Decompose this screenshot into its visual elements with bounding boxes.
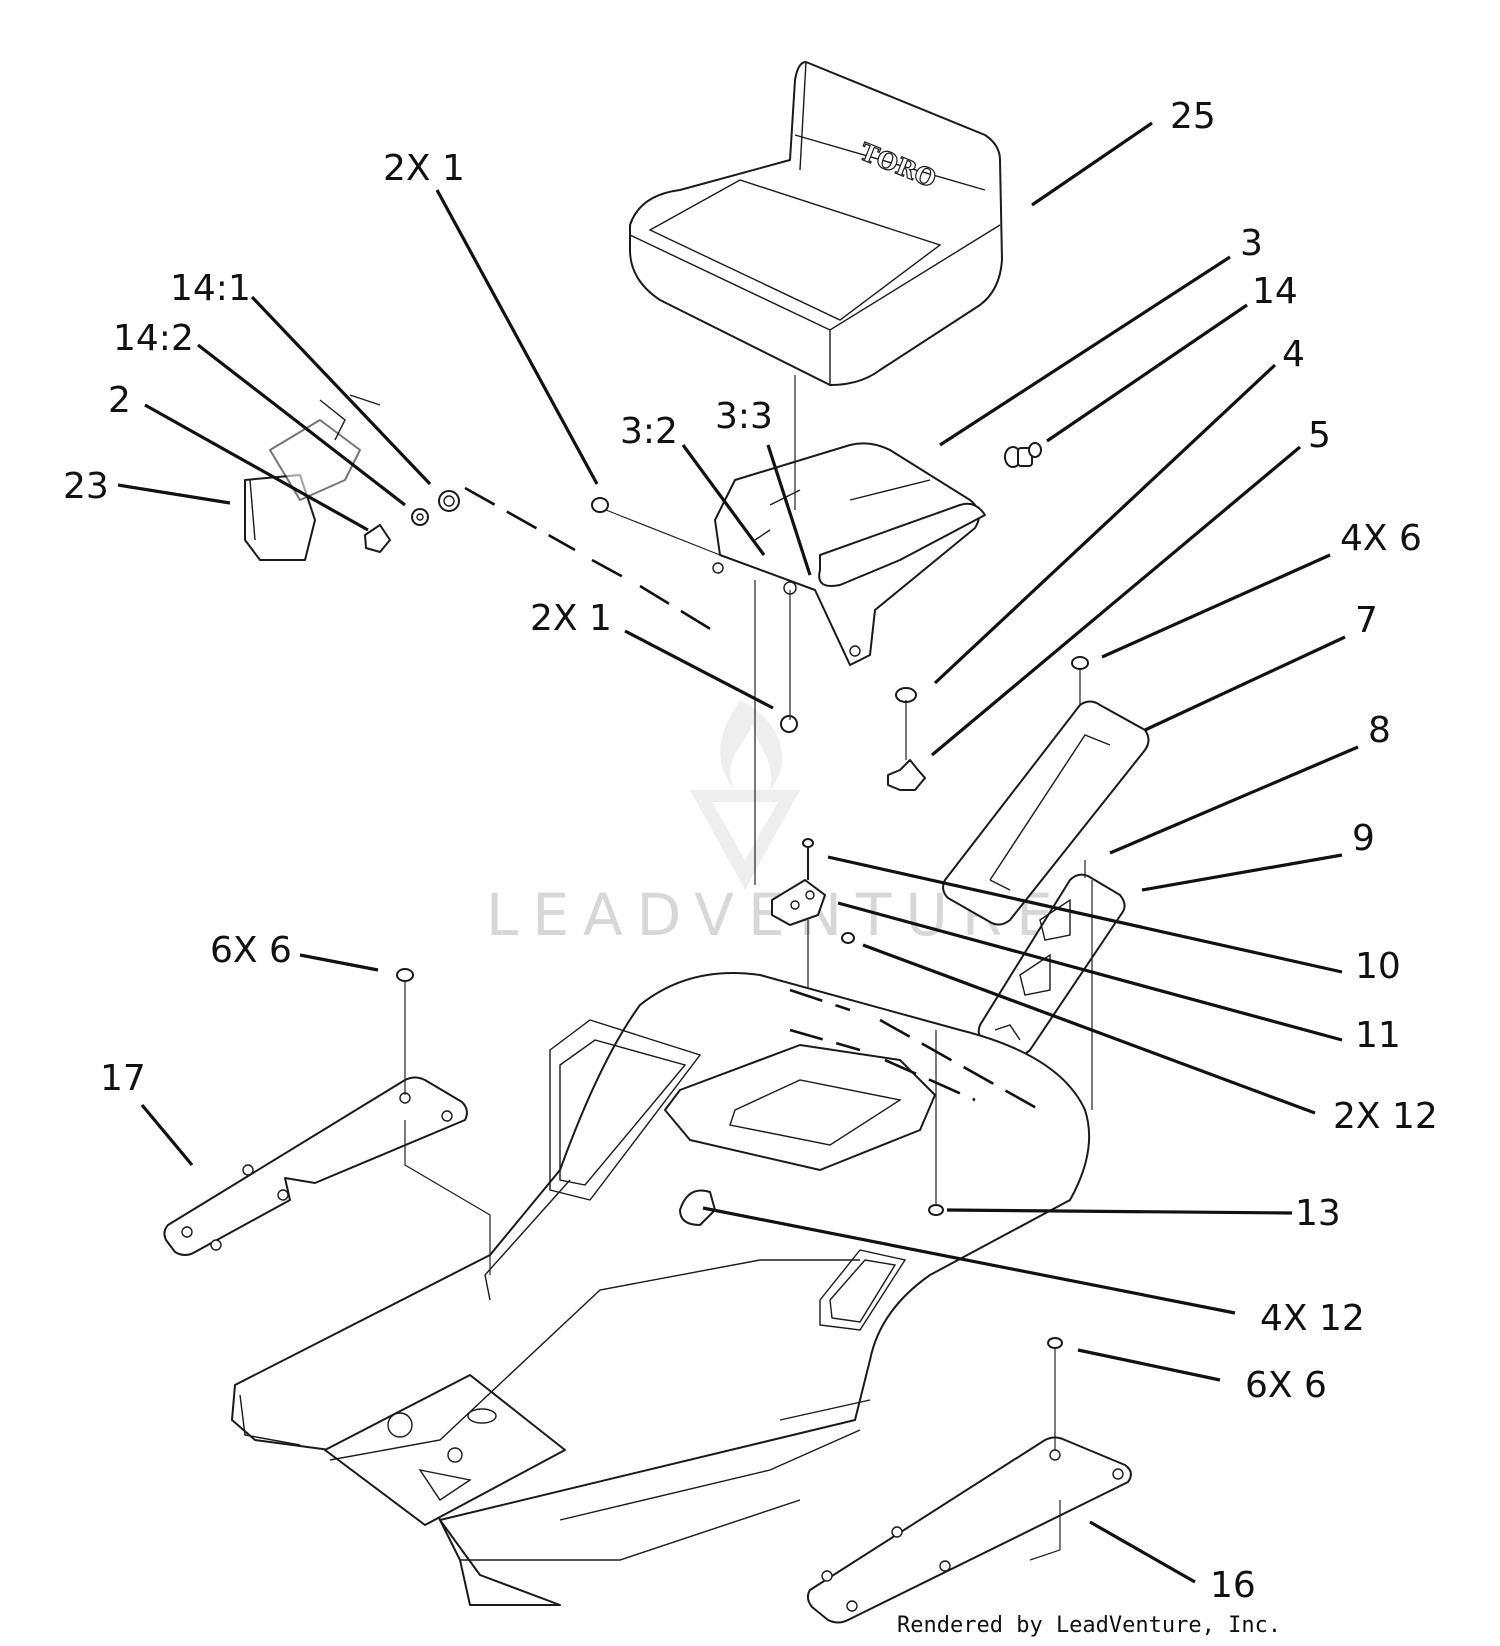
part-12-nut — [841, 932, 855, 944]
callout-3-3: 3:3 — [715, 396, 773, 437]
part-2-nut — [364, 524, 391, 553]
callout-17: 17 — [100, 1058, 146, 1099]
footer-credit: Rendered by LeadVenture, Inc. — [897, 1613, 1281, 1638]
callout-13: 13 — [1295, 1193, 1341, 1234]
part-14-2-washer — [411, 508, 429, 526]
callout-14: 14 — [1252, 271, 1298, 312]
part-17-step-plate — [163, 968, 491, 1275]
part-11-hinge — [771, 879, 826, 926]
callout-16: 16 — [1210, 1565, 1256, 1606]
part-23-bracket — [244, 394, 381, 561]
callout-6x6-left: 6X 6 — [210, 930, 292, 971]
callout-9: 9 — [1352, 818, 1375, 859]
part-13-clip — [928, 1030, 944, 1216]
seat-part: TORO — [629, 61, 1003, 386]
callout-2x12: 2X 12 — [1333, 1096, 1438, 1137]
knob-part — [1004, 442, 1042, 468]
callout-2x1-top: 2X 1 — [383, 148, 465, 189]
part-5-washer — [895, 687, 917, 703]
callout-14-2: 14:2 — [113, 318, 194, 359]
callout-8: 8 — [1368, 710, 1391, 751]
fender-frame-part — [231, 972, 1091, 1606]
part-1-bolt-top — [591, 497, 721, 556]
callout-3-2: 3:2 — [620, 411, 678, 452]
callout-4x12: 4X 12 — [1260, 1298, 1365, 1339]
callout-23: 23 — [63, 466, 109, 507]
callout-4x6: 4X 6 — [1340, 518, 1422, 559]
dashed-route-knob — [464, 486, 713, 632]
dashed-route-fender-2 — [789, 1028, 976, 1102]
callout-2x1-mid: 2X 1 — [530, 598, 612, 639]
part-7-panel — [942, 656, 1150, 926]
callout-3: 3 — [1240, 223, 1263, 264]
dashed-route-fender — [789, 988, 1041, 1112]
part-10-screw — [802, 838, 814, 880]
callout-11: 11 — [1355, 1015, 1401, 1056]
callout-25: 25 — [1170, 96, 1216, 137]
callout-2: 2 — [108, 380, 131, 421]
part-14-1-washer — [438, 490, 460, 512]
callout-labels: 25 2X 1 3 14:1 14 14:2 4 2 3:3 3:2 5 23 … — [63, 96, 1438, 1606]
callout-5: 5 — [1308, 415, 1331, 456]
leader-lines — [117, 121, 1359, 1584]
callout-10: 10 — [1355, 946, 1401, 987]
callout-4: 4 — [1282, 334, 1305, 375]
seat-pan-part — [712, 442, 986, 666]
callout-6x6-right: 6X 6 — [1245, 1365, 1327, 1406]
watermark-logo — [690, 700, 800, 890]
part-1-bolt-lower — [780, 715, 798, 733]
part-4-knob — [887, 700, 926, 791]
callout-7: 7 — [1355, 600, 1378, 641]
part-16-step-plate — [806, 1337, 1132, 1624]
callout-14-1: 14:1 — [170, 268, 251, 309]
